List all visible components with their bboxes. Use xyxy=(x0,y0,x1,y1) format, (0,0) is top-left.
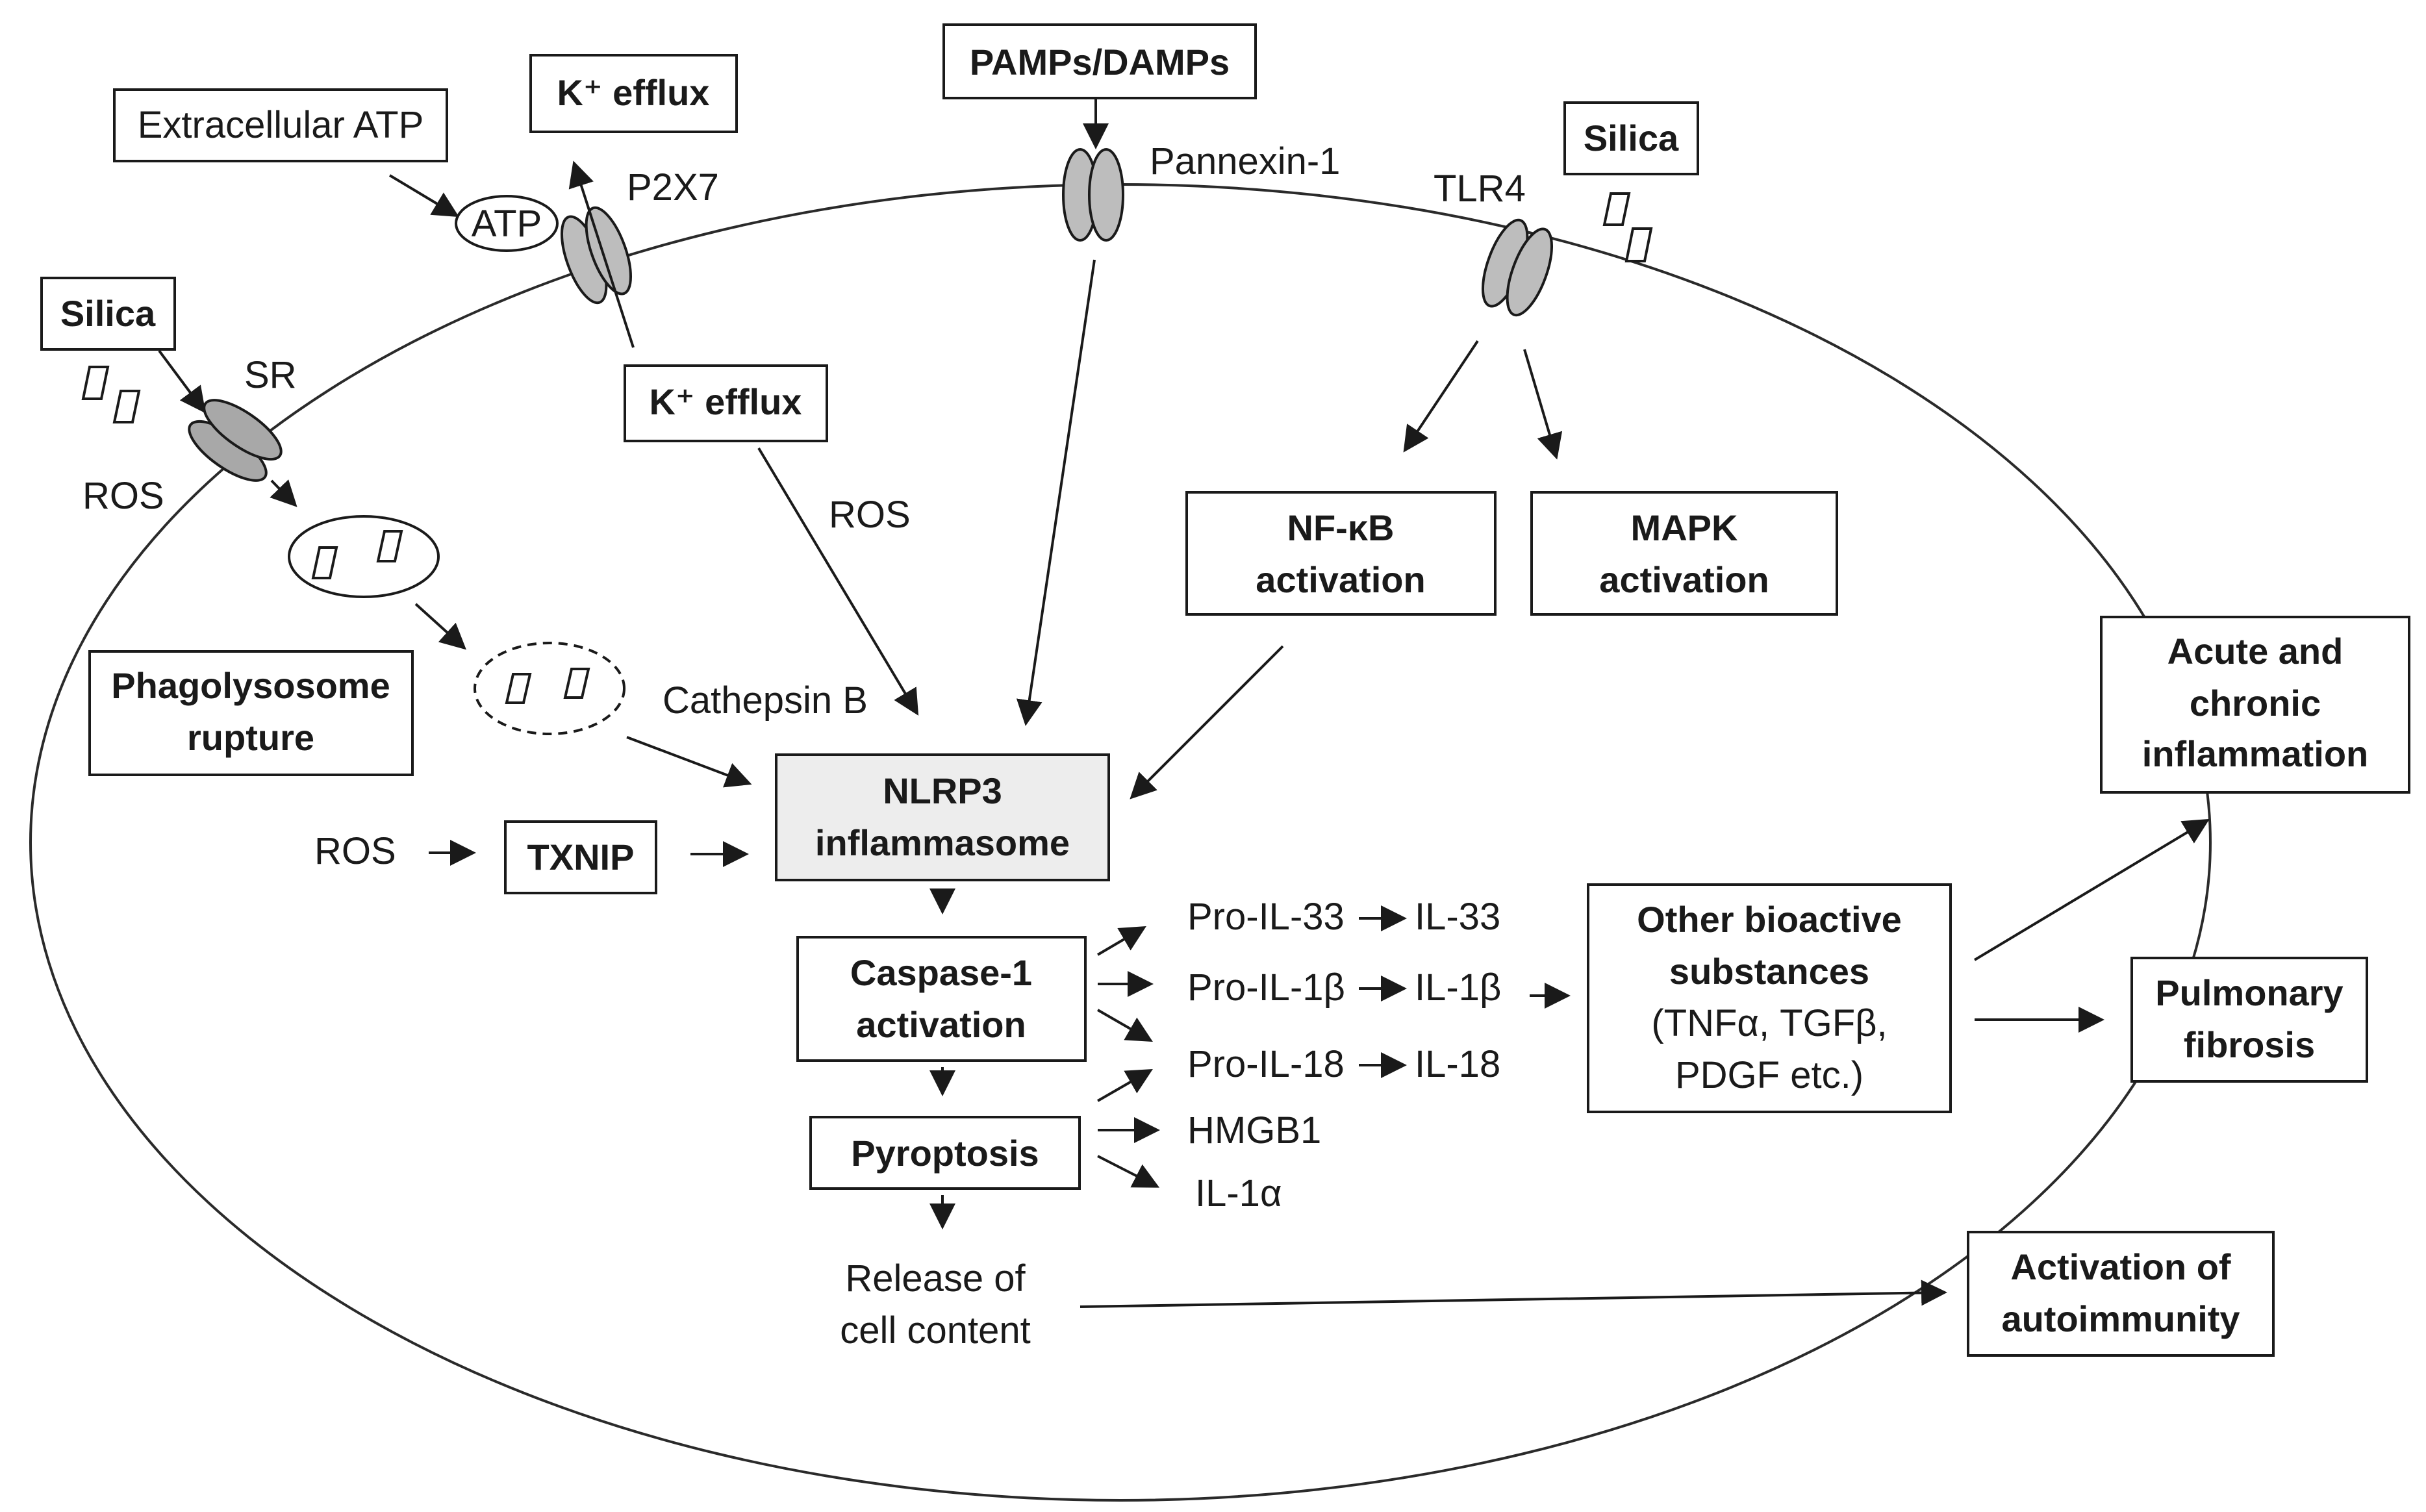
arrow-phagosome-to-phagolysosome xyxy=(414,603,466,650)
phagolysosome-particles-icon xyxy=(505,668,590,704)
phagolysosome-label-line2: rupture xyxy=(187,717,314,758)
phagosome-particles-icon xyxy=(311,530,403,579)
nfkb-box xyxy=(1185,491,1497,616)
pro-il18-label: Pro-IL-18 xyxy=(1187,1043,1345,1085)
arrow-sr-to-phagosome xyxy=(270,479,297,507)
ros-middle-label: ROS xyxy=(829,494,911,536)
silica-right-label: Silica xyxy=(1584,118,1679,158)
extracellular-atp-box xyxy=(113,88,448,162)
k-efflux-inner-box xyxy=(624,364,828,442)
acute-chronic-line2: chronic xyxy=(2190,683,2321,724)
pulmonary-fibrosis-box xyxy=(2130,957,2368,1083)
other-bioactive-box xyxy=(1587,883,1952,1113)
pulmonary-fibrosis-line1: Pulmonary xyxy=(2155,972,2343,1013)
arrow-caspase1-to-pro-il18 xyxy=(1097,1009,1153,1042)
pamps-damps-label: PAMPs/DAMPs xyxy=(970,42,1230,82)
arrow-release-to-autoimmunity xyxy=(1080,1279,1947,1308)
arrow-k-efflux-to-nlrp3 xyxy=(757,447,919,716)
other-bioactive-line3: (TNFα, TGFβ, xyxy=(1651,1002,1887,1044)
arrow-phagolysosome-to-nlrp3 xyxy=(626,736,752,788)
k-efflux-inner-label: K⁺ efflux xyxy=(650,381,802,422)
il1a-label: IL-1α xyxy=(1195,1172,1282,1215)
other-bioactive-line4: PDGF etc.) xyxy=(1675,1054,1864,1096)
mapk-label-line1: MAPK xyxy=(1631,507,1738,548)
silica-particles-right-icon xyxy=(1602,192,1653,262)
acute-chronic-line1: Acute and xyxy=(2167,631,2344,672)
activation-autoimmunity-box xyxy=(1967,1231,2275,1357)
nfkb-label-line2: activation xyxy=(1256,559,1425,600)
phagolysosome-label-line1: Phagolysosome xyxy=(111,665,390,706)
k-efflux-top-box xyxy=(529,54,738,133)
ruptured-phagolysosome-vesicle xyxy=(474,642,625,735)
k-efflux-top-label: K⁺ efflux xyxy=(557,72,710,113)
arrow-pyroptosis-to-il1a xyxy=(1097,1155,1160,1188)
il1b-label: IL-1β xyxy=(1415,966,1501,1009)
p2x7-label: P2X7 xyxy=(627,166,719,208)
pro-il33-label: Pro-IL-33 xyxy=(1187,896,1345,938)
il18-label: IL-18 xyxy=(1415,1043,1500,1085)
arrow-tlr4-to-mapk xyxy=(1523,349,1563,460)
silica-right-box xyxy=(1563,101,1699,175)
caspase1-label-line2: activation xyxy=(856,1004,1026,1045)
atp-label: ATP xyxy=(472,203,542,245)
il33-label: IL-33 xyxy=(1415,896,1500,938)
sr-channel-icon xyxy=(188,399,283,482)
acute-chronic-line3: inflammation xyxy=(2142,733,2368,774)
tlr4-label: TLR4 xyxy=(1434,168,1526,210)
autoimmunity-line2: autoimmunity xyxy=(2001,1298,2240,1339)
mapk-label-line2: activation xyxy=(1599,559,1769,600)
arrow-other-to-acute-inflammation xyxy=(1973,818,2210,961)
extracellular-atp-label: Extracellular ATP xyxy=(138,104,424,146)
arrow-extracellular-atp-to-atp xyxy=(388,174,459,218)
other-bioactive-line1: Other bioactive xyxy=(1637,899,1902,940)
nfkb-label-line1: NF-κB xyxy=(1287,507,1395,548)
nlrp3-label-line1: NLRP3 xyxy=(883,770,1002,811)
pyroptosis-box xyxy=(809,1116,1081,1190)
sr-label: SR xyxy=(244,354,297,396)
arrow-pyroptosis-to-pro-il18 xyxy=(1097,1069,1153,1102)
ros-bottom-label: ROS xyxy=(314,830,396,872)
pannexin1-channel-icon xyxy=(1062,148,1124,242)
pyroptosis-label: Pyroptosis xyxy=(851,1133,1039,1174)
phagosome-vesicle xyxy=(288,515,440,598)
caspase1-label-line1: Caspase-1 xyxy=(850,952,1032,993)
mapk-box xyxy=(1530,491,1838,616)
cathepsin-b-label: Cathepsin B xyxy=(663,679,868,722)
pamps-damps-box xyxy=(942,23,1257,99)
autoimmunity-line1: Activation of xyxy=(2010,1246,2230,1287)
nlrp3-inflammasome-box xyxy=(775,753,1110,881)
txnip-label: TXNIP xyxy=(527,837,635,877)
arrow-k-efflux-through-p2x7 xyxy=(568,160,635,348)
arrow-silica-to-sr xyxy=(158,349,206,414)
txnip-box xyxy=(504,820,657,894)
arrow-caspase1-to-pro-il33 xyxy=(1096,926,1146,956)
other-bioactive-line2: substances xyxy=(1669,951,1869,992)
pannexin1-label: Pannexin-1 xyxy=(1150,140,1340,183)
caspase1-activation-box xyxy=(796,936,1087,1062)
atp-ellipse xyxy=(455,195,559,252)
release-label-line2: cell content xyxy=(840,1309,1030,1352)
p2x7-channel-icon xyxy=(560,206,633,305)
pulmonary-fibrosis-line2: fibrosis xyxy=(2184,1024,2315,1065)
phagolysosome-rupture-box xyxy=(88,650,414,776)
arrow-tlr4-to-nfkb xyxy=(1403,340,1479,453)
hmgb1-label: HMGB1 xyxy=(1187,1109,1321,1152)
acute-chronic-inflammation-box xyxy=(2100,616,2410,794)
arrow-nfkb-to-nlrp3 xyxy=(1130,645,1284,800)
tlr4-channel-icon xyxy=(1481,218,1554,317)
release-label-line1: Release of xyxy=(845,1257,1026,1300)
nlrp3-label-line2: inflammasome xyxy=(815,822,1070,863)
arrow-pannexin-to-nlrp3 xyxy=(1016,259,1096,726)
silica-left-box xyxy=(40,277,176,351)
ros-left-label: ROS xyxy=(82,475,164,517)
pro-il1b-label: Pro-IL-1β xyxy=(1187,966,1345,1009)
silica-left-label: Silica xyxy=(60,293,156,334)
silica-particles-left-icon xyxy=(81,366,141,423)
